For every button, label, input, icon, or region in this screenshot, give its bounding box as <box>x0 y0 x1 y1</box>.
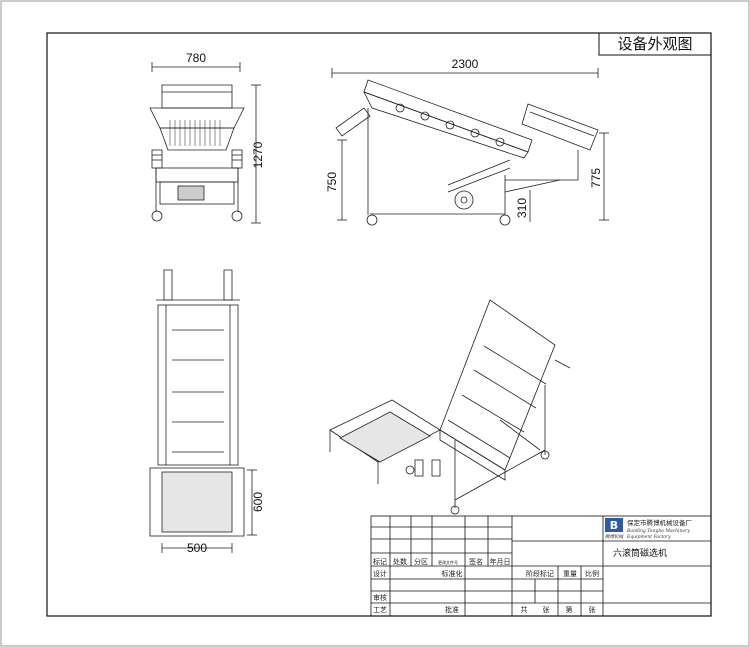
label-weight: 重量 <box>563 570 577 578</box>
side-view: 2300 750 775 310 <box>325 57 609 226</box>
dim-side-length: 2300 <box>452 57 479 71</box>
label-approve: 批准 <box>445 605 459 614</box>
svg-text:B: B <box>610 519 618 532</box>
dim-front-width: 780 <box>186 51 206 65</box>
label-sheet-no: 第 <box>566 605 573 614</box>
label-design: 设计 <box>373 569 387 578</box>
front-view: 780 1270 <box>149 51 265 224</box>
label-scale: 比例 <box>585 569 599 578</box>
top-view: 600 500 <box>149 269 265 555</box>
product-name: 六滚筒磁选机 <box>613 547 667 559</box>
company-name-cn: 保定市腾博机械设备厂 <box>627 518 693 527</box>
dim-top-length: 600 <box>251 492 265 512</box>
label-signature: 签名 <box>469 557 483 566</box>
label-process: 工艺 <box>373 606 387 614</box>
company-name-en-1: Baoding Tengbo Machinery <box>626 528 690 534</box>
label-change-doc: 更改文件号 <box>438 559 458 565</box>
label-zone: 分区 <box>414 557 428 566</box>
dim-top-width: 500 <box>187 541 207 555</box>
label-standardize: 标准化 <box>442 569 463 578</box>
company-logo: B 腾博机械 <box>605 518 623 540</box>
drawing-title: 设备外观图 <box>617 35 692 53</box>
dim-side-height-left: 750 <box>325 172 339 192</box>
label-sheet-unit: 张 <box>589 605 596 614</box>
dim-side-height-right: 775 <box>589 168 603 188</box>
dim-front-height: 1270 <box>251 141 265 168</box>
label-count: 处数 <box>393 557 407 566</box>
label-total: 共 <box>521 605 528 614</box>
label-review: 审核 <box>373 593 387 602</box>
label-date: 年月日 <box>490 557 511 566</box>
label-mark: 标记 <box>373 557 387 566</box>
drawing-title-box: 设备外观图 <box>598 32 712 56</box>
label-stage-mark: 阶段标记 <box>526 569 554 578</box>
isometric-view <box>329 299 571 515</box>
company-name-en-2: Equipment Factory <box>626 534 671 540</box>
title-block <box>370 515 712 617</box>
logo-text: 腾博机械 <box>605 534 623 540</box>
label-sheets: 张 <box>543 605 550 614</box>
dim-side-bottom: 310 <box>515 198 529 218</box>
